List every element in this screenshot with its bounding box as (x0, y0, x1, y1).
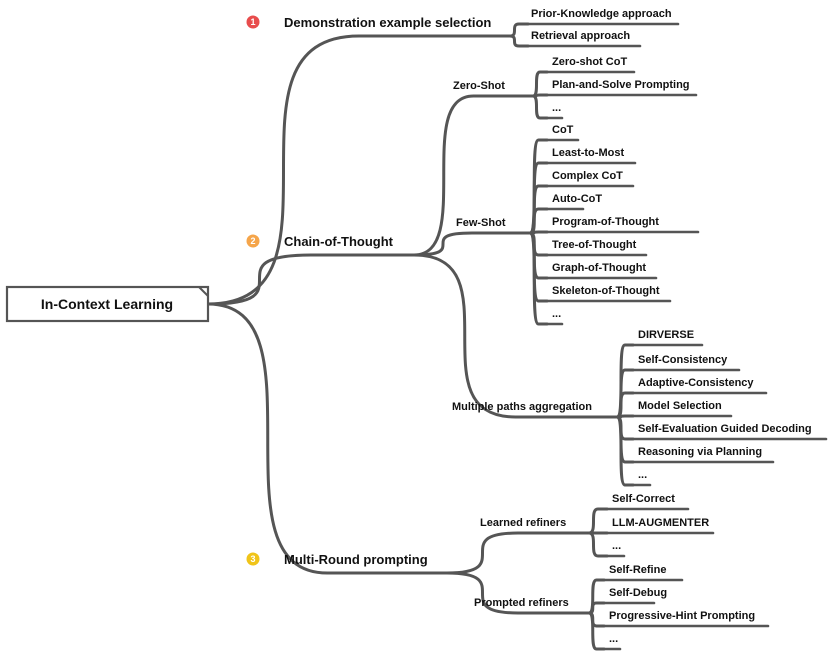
root-label: In-Context Learning (41, 296, 173, 312)
branch-3-badge-glyph: 3 (250, 554, 255, 564)
multiround-group-1-leaf-3: ... (612, 540, 621, 552)
multiround-group-2-leaf-4: ... (609, 633, 618, 645)
multiround-group-2-label: Prompted refiners (474, 597, 569, 609)
root-box (5, 285, 210, 323)
multiround-group-1-leaf-3-connector (587, 531, 609, 558)
multiround-group-1-connector (445, 531, 591, 575)
branch-2-connector (206, 253, 416, 306)
branch-3-badge: 3 (246, 552, 260, 566)
branch-1-leaf-1: Prior-Knowledge approach (531, 8, 672, 20)
chain-group-3-label: Multiple paths aggregation (452, 401, 592, 413)
chain-group-3-connector (412, 253, 619, 419)
multiround-group-1-label: Learned refiners (480, 517, 566, 529)
root-box-folded-corner (198, 286, 209, 297)
multiround-group-1-leaf-1-connector (587, 507, 609, 535)
multiround-group-2-connector (445, 571, 591, 615)
branch-3-badge-circle (246, 552, 260, 566)
chain-group-3-leaf-2: Self-Consistency (638, 354, 728, 366)
branch-1-badge-circle (246, 15, 260, 29)
branch-3-label: Multi-Round prompting (284, 552, 428, 567)
chain-group-3-leaf-3: Adaptive-Consistency (638, 377, 754, 389)
chain-group-1-leaf-3-connector (531, 94, 549, 120)
chain-group-2-label: Few-Shot (456, 217, 506, 229)
branch-1-leaf-2-connector (508, 34, 530, 48)
multiround-group-1-leaf-1: Self-Correct (612, 493, 675, 505)
multiround-group-2-leaf-1: Self-Refine (609, 564, 666, 576)
multiround-group-2-leaf-4-connector (587, 611, 606, 651)
branch-3-connector (206, 302, 449, 575)
chain-group-2-leaf-1: CoT (552, 124, 574, 136)
chain-group-1-connector (412, 94, 535, 257)
branch-2-badge-glyph: 2 (250, 236, 255, 246)
chain-group-1-leaf-3: ... (552, 102, 561, 114)
chain-group-3-leaf-5: Self-Evaluation Guided Decoding (638, 423, 812, 435)
chain-group-2-leaf-2: Least-to-Most (552, 147, 624, 159)
chain-group-2-leaf-6: Tree-of-Thought (552, 239, 637, 251)
chain-group-1-leaf-1: Zero-shot CoT (552, 56, 627, 68)
multiround-group-1-leaf-2: LLM-AUGMENTER (612, 517, 709, 529)
chain-group-1-leaf-1-connector (531, 70, 549, 98)
chain-group-2-leaf-3: Complex CoT (552, 170, 623, 182)
chain-group-2-leaf-4: Auto-CoT (552, 193, 602, 205)
branch-2-label: Chain-of-Thought (284, 234, 394, 249)
root-node: In-Context Learning (5, 285, 210, 323)
branch-1-connector (206, 34, 512, 306)
chain-group-2-leaf-5: Program-of-Thought (552, 216, 659, 228)
chain-group-2-leaf-8: Skeleton-of-Thought (552, 285, 660, 297)
chain-group-2-leaf-9: ... (552, 308, 561, 320)
branch-1-badge-glyph: 1 (250, 17, 255, 27)
multiround-group-2-leaf-2: Self-Debug (609, 587, 667, 599)
branch-1-leaf-2: Retrieval approach (531, 30, 630, 42)
chain-group-3-leaf-6: Reasoning via Planning (638, 446, 762, 458)
branch-1-leaf-1-connector (508, 22, 530, 38)
branch-1-label: Demonstration example selection (284, 15, 491, 30)
branch-2-badge-circle (246, 234, 260, 248)
chain-group-3-leaf-7-connector (615, 415, 635, 487)
chain-group-2-leaf-9-connector (528, 231, 549, 326)
mind-map-nodes: In-Context Learning 1 Demonstration examp… (5, 8, 812, 645)
chain-group-3-leaf-7: ... (638, 469, 647, 481)
connector-lines (206, 22, 828, 651)
branch-2-badge: 2 (246, 234, 260, 248)
chain-group-2-leaf-7: Graph-of-Thought (552, 262, 646, 274)
multiround-group-2-leaf-3: Progressive-Hint Prompting (609, 610, 755, 622)
chain-group-3-leaf-4: Model Selection (638, 400, 722, 412)
chain-group-3-leaf-1: DIRVERSE (638, 329, 694, 341)
chain-group-2-connector (412, 231, 532, 257)
chain-group-1-leaf-2: Plan-and-Solve Prompting (552, 79, 690, 91)
chain-group-1-label: Zero-Shot (453, 80, 505, 92)
branch-1-badge: 1 (246, 15, 260, 29)
